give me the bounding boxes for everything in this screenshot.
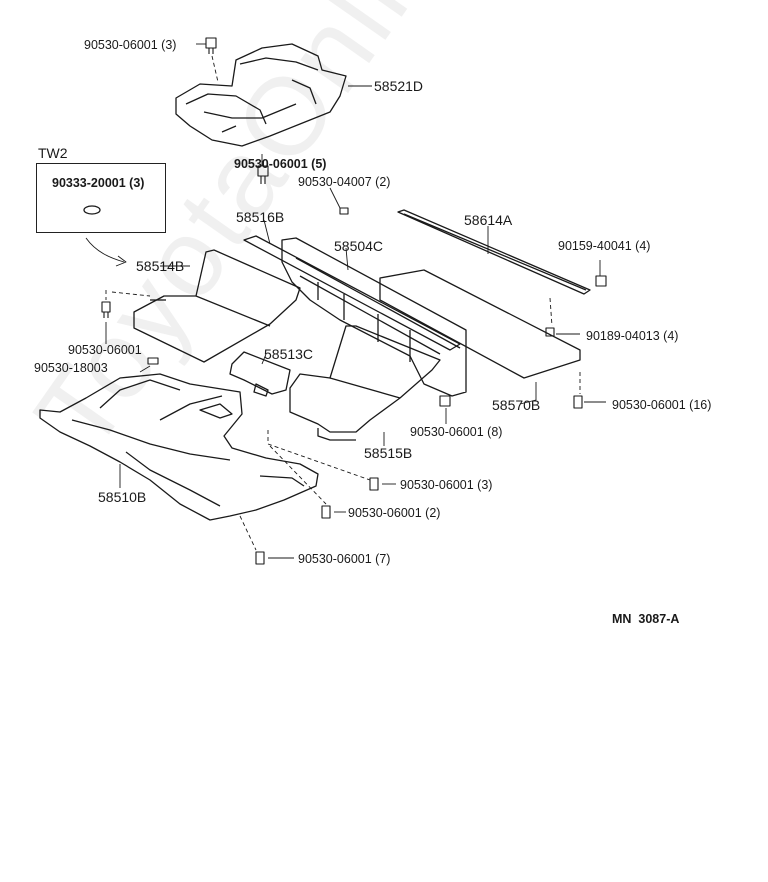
inset-part-label: 90333-20001 (3) (52, 176, 145, 190)
callout-58514B: 58514B (136, 258, 185, 274)
panel-58570B (379, 269, 581, 379)
callout-58515B: 58515B (364, 445, 413, 461)
carpet-58510B (39, 373, 319, 521)
leader-lines (85, 43, 606, 559)
callout-90530-18003: 90530-18003 (34, 361, 108, 375)
callout-90530-04007: 90530-04007 (2) (298, 175, 391, 189)
callout-90530-06001-16: 90530-06001 (16) (612, 398, 712, 412)
diagram-code: MN 3087-A (612, 612, 680, 626)
callout-58516B: 58516B (236, 209, 285, 225)
callout-90530-06001-7: 90530-06001 (7) (298, 552, 391, 566)
callout-90189-04013: 90189-04013 (4) (586, 329, 679, 343)
callout-90530-06001-8: 90530-06001 (8) (410, 425, 503, 439)
callout-90530-06001-3-mid: 90530-06001 (3) (400, 478, 493, 492)
inset-box (36, 163, 166, 233)
inset-title: TW2 (38, 145, 68, 161)
callout-58513C: 58513C (264, 346, 314, 362)
callout-58521D: 58521D (374, 78, 424, 94)
callout-58510B: 58510B (98, 489, 147, 505)
plug-90333-20001 (83, 205, 101, 215)
clips (101, 37, 607, 565)
bracket-58513C (229, 351, 291, 397)
panel-58514B (133, 249, 301, 363)
callout-90530-06001-2: 90530-06001 (2) (348, 506, 441, 520)
callout-90530-06001-3-top: 90530-06001 (3) (84, 38, 177, 52)
crossmember-58504C (243, 235, 467, 397)
callout-58570B: 58570B (492, 397, 541, 413)
rail-58614A (397, 209, 591, 295)
callout-90159-40041: 90159-40041 (4) (558, 239, 651, 253)
callout-90530-06001-left: 90530-06001 (68, 343, 142, 357)
callout-58614A: 58614A (464, 212, 513, 228)
tray-58521D (175, 43, 347, 147)
panel-58515B (289, 325, 441, 441)
callout-90530-06001-5: 90530-06001 (5) (234, 157, 327, 171)
callout-58504C: 58504C (334, 238, 384, 254)
